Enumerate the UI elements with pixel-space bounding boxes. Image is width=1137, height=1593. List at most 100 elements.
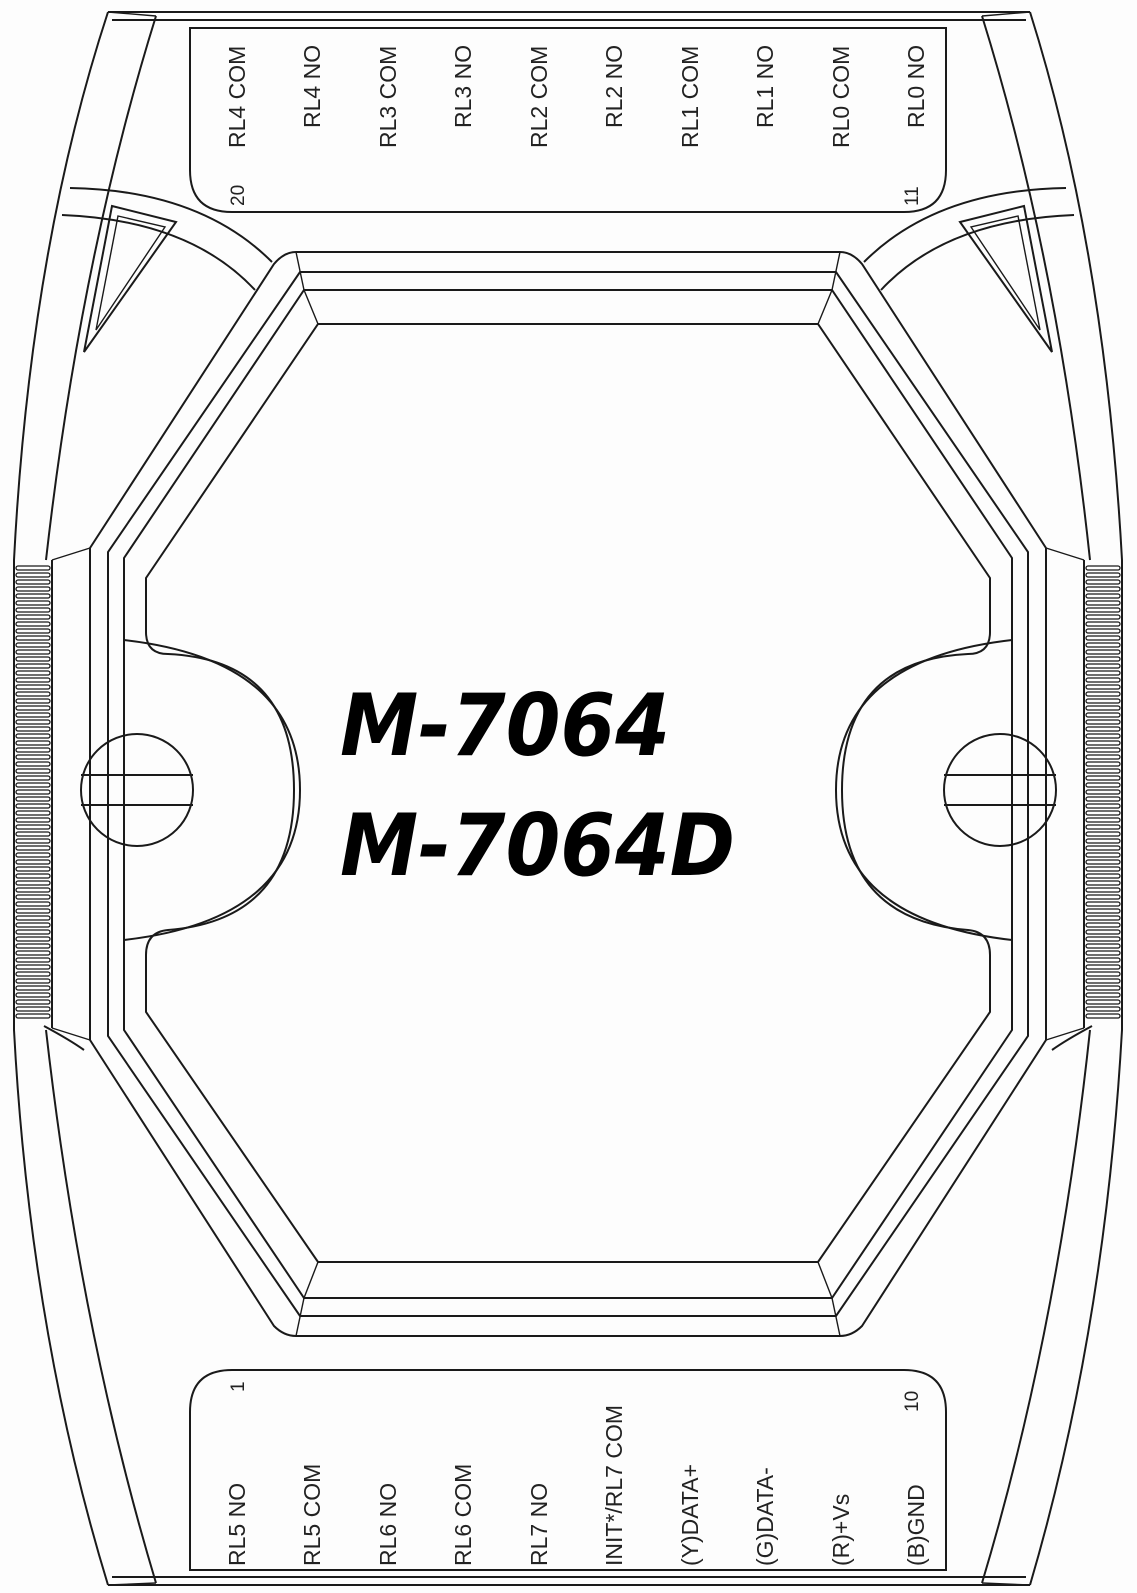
grip-ridge: [1085, 985, 1121, 991]
grip-ridge: [1085, 1013, 1121, 1019]
grip-ridge: [15, 775, 51, 781]
grip-ridge: [15, 964, 51, 970]
grip-ridge: [1085, 572, 1121, 578]
grip-ridge: [15, 873, 51, 879]
grip-ridge: [1085, 649, 1121, 655]
grip-ridge: [15, 838, 51, 844]
right-grip-ridges: [1085, 565, 1121, 1019]
grip-ridge: [15, 817, 51, 823]
bottom-left-shoulder: [43, 1025, 85, 1051]
grip-ridge: [15, 733, 51, 739]
top-pin-label: RL0 NO: [903, 45, 929, 128]
right-mount-notch: [834, 547, 1085, 1041]
grip-ridge: [15, 915, 51, 921]
grip-ridge: [1085, 754, 1121, 760]
grip-ridge: [15, 859, 51, 865]
grip-ridge: [1085, 621, 1121, 627]
grip-ridge: [1085, 950, 1121, 956]
grip-ridge: [15, 957, 51, 963]
grip-ridge: [15, 740, 51, 746]
grip-ridge: [15, 887, 51, 893]
right-screw-icon: [943, 733, 1057, 847]
grip-ridge: [1085, 824, 1121, 830]
top-pin-labels: 20 11 RL4 COM RL4 NO RL3 COM RL3 NO RL2 …: [224, 45, 929, 206]
grip-ridge: [15, 978, 51, 984]
grip-ridge: [15, 677, 51, 683]
housing-outline: [13, 11, 1123, 1586]
grip-ridge: [15, 768, 51, 774]
grip-ridge: [1085, 614, 1121, 620]
bottom-right-shoulder: [1051, 1025, 1093, 1051]
top-end-pin-number: 11: [902, 186, 923, 206]
grip-ridge: [15, 901, 51, 907]
top-pin-label: RL3 NO: [450, 45, 476, 128]
grip-ridge: [1085, 852, 1121, 858]
grip-ridge: [1085, 957, 1121, 963]
grip-ridge: [15, 1013, 51, 1019]
bottom-pin-label: RL6 NO: [375, 1483, 401, 1566]
grip-ridge: [15, 845, 51, 851]
grip-ridge: [1085, 929, 1121, 935]
grip-ridge: [1085, 880, 1121, 886]
grip-ridge: [1085, 796, 1121, 802]
grip-ridge: [1085, 670, 1121, 676]
grip-ridge: [1085, 635, 1121, 641]
bottom-end-pin-number: 10: [902, 1391, 923, 1412]
grip-ridge: [1085, 705, 1121, 711]
grip-ridge: [1085, 873, 1121, 879]
grip-ridge: [1085, 775, 1121, 781]
grip-ridge: [15, 936, 51, 942]
grip-ridge: [1085, 915, 1121, 921]
top-left-shoulder: [61, 187, 273, 353]
grip-ridge: [15, 565, 51, 571]
top-pin-label: RL4 NO: [299, 45, 325, 128]
bottom-pin-label: (G)DATA-: [752, 1467, 778, 1566]
grip-ridge: [1085, 712, 1121, 718]
grip-ridge: [15, 950, 51, 956]
top-pin-label: RL1 NO: [752, 45, 778, 128]
bottom-terminal-block: [189, 1369, 947, 1571]
grip-ridge: [15, 908, 51, 914]
grip-ridge: [1085, 593, 1121, 599]
grip-ridge: [1085, 782, 1121, 788]
grip-ridge: [1085, 859, 1121, 865]
grip-ridge: [15, 649, 51, 655]
grip-ridge: [1085, 768, 1121, 774]
grip-ridge: [1085, 761, 1121, 767]
grip-ridge: [1085, 866, 1121, 872]
grip-ridge: [1085, 936, 1121, 942]
grip-ridge: [1085, 894, 1121, 900]
grip-ridge: [1085, 579, 1121, 585]
grip-ridge: [1085, 817, 1121, 823]
grip-ridge: [15, 705, 51, 711]
grip-ridge: [1085, 600, 1121, 606]
top-right-shoulder: [863, 187, 1075, 353]
bottom-pin-label: (Y)DATA+: [677, 1464, 703, 1566]
grip-ridge: [1085, 698, 1121, 704]
bottom-start-pin-number: 1: [228, 1381, 249, 1392]
grip-ridge: [15, 656, 51, 662]
grip-ridge: [15, 789, 51, 795]
bottom-pin-label: RL5 NO: [224, 1483, 250, 1566]
grip-ridge: [1085, 642, 1121, 648]
model-line-2: M-7064D: [340, 796, 735, 896]
grip-ridge: [15, 663, 51, 669]
grip-ridge: [1085, 691, 1121, 697]
grip-ridge: [1085, 831, 1121, 837]
grip-ridge: [15, 866, 51, 872]
grip-ridge: [15, 691, 51, 697]
grip-ridge: [1085, 901, 1121, 907]
grip-ridge: [15, 754, 51, 760]
grip-ridge: [1085, 740, 1121, 746]
grip-ridge: [1085, 663, 1121, 669]
grip-ridge: [1085, 628, 1121, 634]
grip-ridge: [15, 593, 51, 599]
grip-ridge: [1085, 803, 1121, 809]
grip-ridge: [15, 600, 51, 606]
grip-ridge: [1085, 747, 1121, 753]
grip-ridge: [15, 803, 51, 809]
grip-ridge: [1085, 733, 1121, 739]
grip-ridge: [15, 971, 51, 977]
grip-ridge: [15, 642, 51, 648]
